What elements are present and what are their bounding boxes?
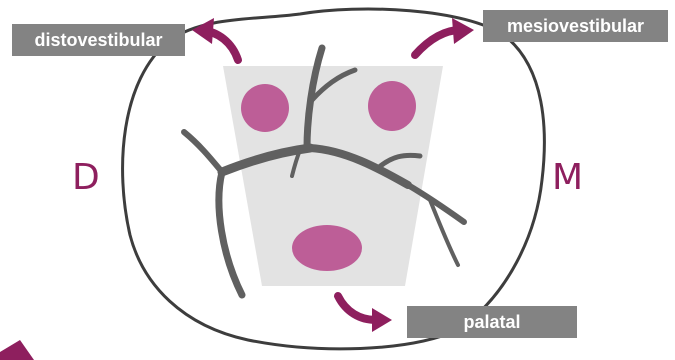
mesiovestibular-label: mesiovestibular bbox=[483, 10, 668, 42]
palatal-arrowhead bbox=[372, 308, 392, 332]
palatal-arrow bbox=[338, 296, 376, 320]
palatal-cusp bbox=[292, 225, 362, 271]
distovestibular-label: distovestibular bbox=[12, 24, 185, 56]
mesiovestibular-cusp bbox=[368, 81, 416, 131]
distovestibular-cusp bbox=[241, 84, 289, 132]
mesial-direction-label: M bbox=[552, 160, 583, 196]
distovestibular-arrowhead bbox=[192, 18, 214, 44]
distal-direction-label: D bbox=[72, 160, 100, 196]
palatal-label: palatal bbox=[407, 306, 577, 338]
corner-arrow-fragment bbox=[0, 340, 34, 360]
